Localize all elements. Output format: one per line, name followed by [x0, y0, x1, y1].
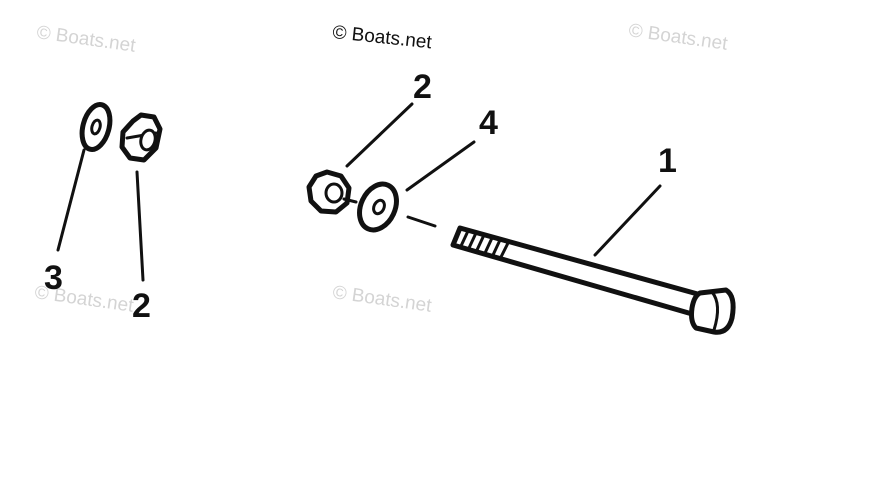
nut-part-2-left	[119, 112, 163, 163]
watermark-top-left: © Boats.net	[35, 22, 137, 57]
nut-part-2-middle	[306, 169, 352, 215]
callout-1: 1	[658, 142, 677, 180]
callout-4: 4	[479, 104, 498, 142]
callout-2-middle: 2	[413, 68, 432, 106]
callout-3: 3	[44, 259, 63, 297]
leader-line-4	[405, 140, 476, 192]
leader-line-3	[56, 148, 86, 252]
washer-part-4	[357, 181, 399, 233]
leader-line-1	[593, 184, 662, 257]
assembly-axis-line	[342, 197, 437, 228]
leader-line-2-middle	[345, 102, 414, 168]
watermark-top-right: © Boats.net	[627, 20, 729, 55]
copyright-text: © Boats.net	[331, 22, 433, 53]
callout-2-left: 2	[132, 287, 151, 325]
washer-part-3	[79, 102, 113, 152]
bolt-part-1	[450, 225, 736, 335]
watermark-bottom-center: © Boats.net	[331, 282, 433, 317]
leader-line-2-left	[135, 170, 145, 282]
